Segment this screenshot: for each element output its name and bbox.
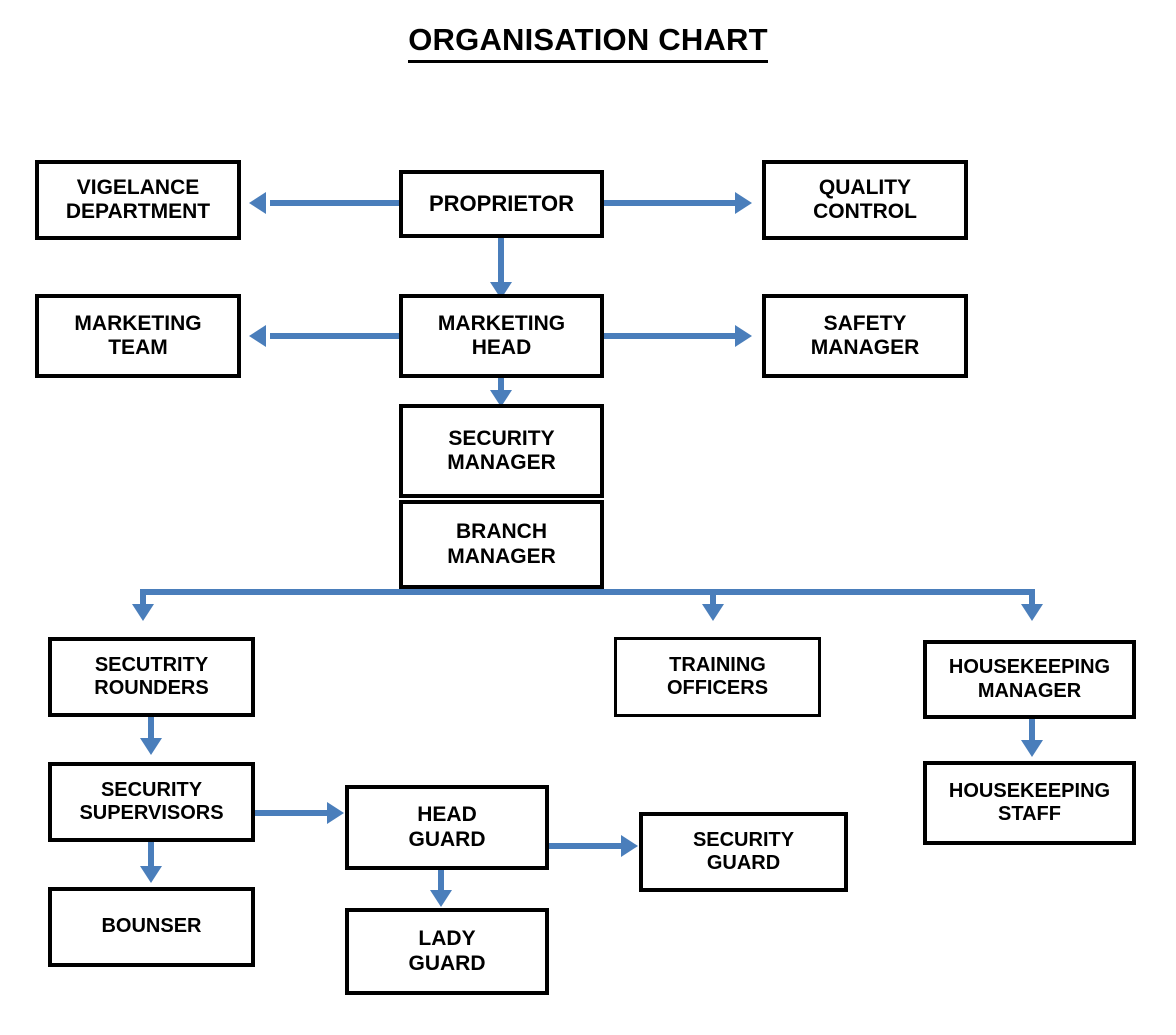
page-title: ORGANISATION CHART [0,22,1176,63]
connector-branch-manager-bus [140,589,1035,595]
connector-branch-to-rounders-arrow [132,604,154,621]
connector-supervisors-to-bounser-line [148,842,154,868]
connector-head-guard-to-security-guard-line [549,843,621,849]
connector-housekeeping-manager-to-staff-arrow [1021,740,1043,757]
connector-supervisors-to-bounser-arrow [140,866,162,883]
node-housekeeping-manager[interactable]: HOUSEKEEPING MANAGER [923,640,1136,719]
connector-proprietor-to-quality-line [604,200,735,206]
node-head-guard[interactable]: HEAD GUARD [345,785,549,870]
connector-marketing-head-to-security-manager-line [498,378,504,392]
page-title-text: ORGANISATION CHART [408,22,768,63]
connector-supervisors-to-head-guard-line [255,810,327,816]
connector-supervisors-to-head-guard-arrow [327,802,344,824]
connector-proprietor-to-vigelance-line [270,200,400,206]
node-vigelance-department[interactable]: VIGELANCE DEPARTMENT [35,160,241,240]
connector-proprietor-to-vigelance-arrow [249,192,266,214]
node-branch-manager[interactable]: BRANCH MANAGER [399,500,604,589]
node-quality-control[interactable]: QUALITY CONTROL [762,160,968,240]
connector-head-guard-to-lady-guard-line [438,870,444,892]
connector-proprietor-to-quality-arrow [735,192,752,214]
node-training-officers[interactable]: TRAINING OFFICERS [614,637,821,717]
connector-marketing-head-to-safety-line [604,333,735,339]
connector-marketing-head-to-team-line [270,333,400,339]
connector-rounders-to-supervisors-line [148,717,154,739]
node-secutrity-rounders[interactable]: SECUTRITY ROUNDERS [48,637,255,717]
connector-branch-to-housekeeping-arrow [1021,604,1043,621]
node-security-manager[interactable]: SECURITY MANAGER [399,404,604,498]
connector-proprietor-to-marketing-head-line [498,238,504,282]
connector-housekeeping-manager-to-staff-line [1029,719,1035,741]
node-security-supervisors[interactable]: SECURITY SUPERVISORS [48,762,255,842]
node-security-guard[interactable]: SECURITY GUARD [639,812,848,892]
connector-marketing-head-to-safety-arrow [735,325,752,347]
node-bounser[interactable]: BOUNSER [48,887,255,967]
node-lady-guard[interactable]: LADY GUARD [345,908,549,995]
node-housekeeping-staff[interactable]: HOUSEKEEPING STAFF [923,761,1136,845]
node-marketing-head[interactable]: MARKETING HEAD [399,294,604,378]
connector-marketing-head-to-security-manager-arrow [490,390,512,407]
connector-branch-bus-drop-left [140,589,146,607]
connector-rounders-to-supervisors-arrow [140,738,162,755]
connector-branch-to-training-arrow [702,604,724,621]
connector-head-guard-to-security-guard-arrow [621,835,638,857]
connector-branch-bus-drop-center [710,589,716,607]
connector-marketing-head-to-team-arrow [249,325,266,347]
node-proprietor[interactable]: PROPRIETOR [399,170,604,238]
node-marketing-team[interactable]: MARKETING TEAM [35,294,241,378]
node-safety-manager[interactable]: SAFETY MANAGER [762,294,968,378]
connector-head-guard-to-lady-guard-arrow [430,890,452,907]
connector-branch-bus-drop-right [1029,589,1035,607]
